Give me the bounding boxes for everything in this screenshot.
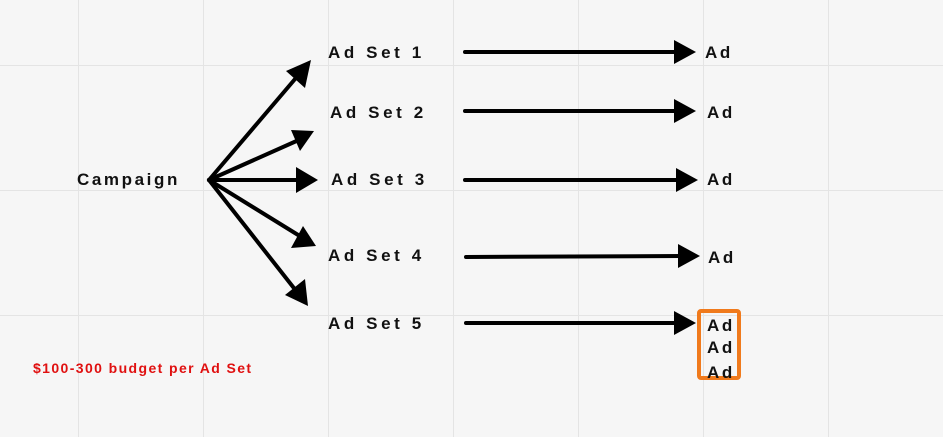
campaign-node: Campaign: [77, 170, 180, 189]
ad-set-5-node: Ad Set 5: [328, 314, 425, 333]
ad-node-2: Ad: [707, 103, 735, 122]
boxed-ad-node-2: Ad: [707, 338, 735, 357]
arrowhead-ad-set-1: [286, 60, 311, 88]
arrow-campaign-to-ad-set-5: [207, 178, 299, 294]
budget-note: $100-300 budget per Ad Set: [33, 360, 253, 376]
arrowhead-ad-set-3: [296, 167, 318, 193]
ad-set-to-ad-arrows: [463, 40, 700, 335]
ad-set-3-node: Ad Set 3: [331, 170, 428, 189]
arrowhead-ad-2: [674, 99, 696, 123]
ad-node-1: Ad: [705, 43, 733, 62]
boxed-ad-node-3: Ad: [707, 363, 735, 382]
ad-set-2-node: Ad Set 2: [330, 103, 427, 122]
ad-node-4: Ad: [708, 248, 736, 267]
arrowhead-ad-set-5: [285, 279, 308, 306]
arrowhead-ad-1: [674, 40, 696, 64]
campaign-to-ad-set-arrows: [207, 60, 318, 306]
ad-set-4-node: Ad Set 4: [328, 246, 425, 265]
arrowhead-ad-set-4: [291, 226, 316, 248]
ad-set-1-node: Ad Set 1: [328, 43, 425, 62]
highlighted-ads-box: [697, 309, 741, 380]
arrow-ad-set-4-to-ad: [464, 254, 684, 259]
ad-node-3: Ad: [707, 170, 735, 189]
arrow-campaign-to-ad-set-4: [207, 178, 305, 240]
arrowhead-ad-set-2: [291, 130, 314, 151]
arrow-campaign-to-ad-set-1: [207, 70, 303, 182]
arrowhead-ad-5: [674, 311, 696, 335]
arrowhead-ad-4: [678, 244, 700, 268]
boxed-ad-node-1: Ad: [707, 316, 735, 335]
arrowhead-ad-3: [676, 168, 698, 192]
arrow-campaign-to-ad-set-2: [207, 137, 303, 182]
